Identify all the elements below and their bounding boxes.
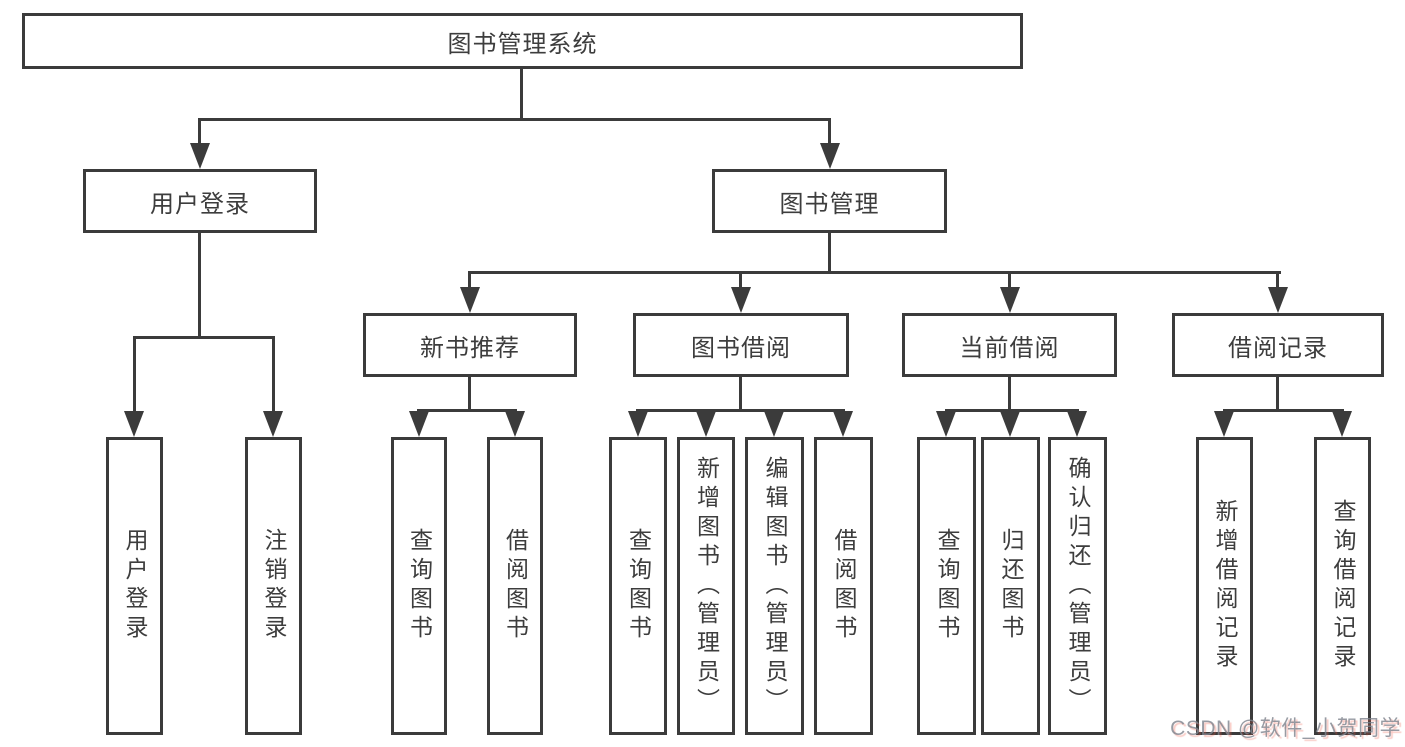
connector-stub <box>1276 271 1279 290</box>
arrow-down-icon <box>1268 287 1288 313</box>
arrow-down-icon <box>505 411 525 437</box>
node-label: 图书借阅 <box>691 334 791 362</box>
connector-branch <box>945 409 1079 412</box>
arrow-down-icon <box>628 411 648 437</box>
arrow-down-icon <box>696 411 716 437</box>
leaf-br-query-record: 查询借阅记录 <box>1314 437 1371 735</box>
connector-stub <box>272 336 275 414</box>
leaf-bb-query-books: 查询图书 <box>609 437 667 735</box>
arrow-down-icon <box>1214 411 1234 437</box>
connector-user-login-drop <box>198 233 201 339</box>
connector-level2-branch <box>198 118 831 121</box>
arrow-down-icon <box>764 411 784 437</box>
leaf-bb-add-books-admin: 新增图书（管理员） <box>677 437 735 735</box>
node-book-borrowing: 图书借阅 <box>633 313 849 377</box>
arrow-down-icon <box>190 143 210 169</box>
connector-branch <box>1223 409 1344 412</box>
node-label: 借阅记录 <box>1228 334 1328 362</box>
arrow-down-icon <box>1332 411 1352 437</box>
arrow-down-icon <box>936 411 956 437</box>
leaf-cb-return-books: 归还图书 <box>981 437 1040 735</box>
watermark: CSDN @软件_小贺同学 <box>1170 717 1401 740</box>
arrow-down-icon <box>820 143 840 169</box>
connector-user-login-branch <box>133 336 275 339</box>
node-library-management-system: 图书管理系统 <box>22 13 1023 69</box>
node-label: 图书管理 <box>779 190 880 218</box>
connector-drop <box>468 377 471 412</box>
connector-stub <box>739 271 742 290</box>
connector-stub <box>828 118 831 146</box>
leaf-label: 新增借阅记录 <box>1212 499 1238 673</box>
leaf-cb-confirm-return-admin: 确认归还（管理员） <box>1048 437 1107 735</box>
leaf-label: 查询图书 <box>934 528 960 644</box>
arrow-down-icon <box>460 287 480 313</box>
leaf-label: 新增图书（管理员） <box>693 455 720 717</box>
arrow-down-icon <box>124 411 144 437</box>
arrow-down-icon <box>1000 287 1020 313</box>
leaf-nb-borrow-books: 借阅图书 <box>487 437 543 735</box>
leaf-br-add-record: 新增借阅记录 <box>1196 437 1253 735</box>
connector-root-drop <box>520 68 523 121</box>
arrow-down-icon <box>1067 411 1087 437</box>
leaf-label: 注销登录 <box>261 528 287 644</box>
leaf-label: 查询借阅记录 <box>1330 499 1356 673</box>
node-new-book-recommend: 新书推荐 <box>363 313 577 377</box>
node-book-management: 图书管理 <box>712 169 947 233</box>
leaf-bb-borrow-books: 借阅图书 <box>814 437 873 735</box>
arrow-down-icon <box>833 411 853 437</box>
connector-stub <box>1008 271 1011 290</box>
connector-stub <box>198 118 201 146</box>
leaf-label: 编辑图书（管理员） <box>762 455 788 717</box>
connector-branch <box>636 409 845 412</box>
leaf-label: 借阅图书 <box>831 528 857 644</box>
connector-drop <box>739 377 742 412</box>
leaf-label: 查询图书 <box>625 528 652 644</box>
leaf-cb-query-books: 查询图书 <box>917 437 976 735</box>
leaf-label: 用户登录 <box>122 528 148 644</box>
leaf-logout: 注销登录 <box>245 437 302 735</box>
node-label: 用户登录 <box>150 190 250 218</box>
arrow-down-icon <box>731 287 751 313</box>
leaf-label: 借阅图书 <box>502 528 529 644</box>
leaf-label: 归还图书 <box>998 528 1024 644</box>
connector-stub <box>133 336 136 414</box>
connector-drop <box>1276 377 1279 412</box>
node-user-login: 用户登录 <box>83 169 317 233</box>
arrow-down-icon <box>409 411 429 437</box>
connector-book-mgmt-drop <box>828 233 831 274</box>
leaf-label: 确认归还（管理员） <box>1065 455 1091 717</box>
connector-level3-branch <box>468 271 1281 274</box>
connector-branch <box>417 409 517 412</box>
connector-stub <box>468 271 471 290</box>
connector-drop <box>1008 377 1011 412</box>
node-current-borrowing: 当前借阅 <box>902 313 1117 377</box>
leaf-bb-edit-books-admin: 编辑图书（管理员） <box>745 437 804 735</box>
arrow-down-icon <box>1000 411 1020 437</box>
node-label: 当前借阅 <box>959 334 1060 362</box>
node-label: 图书管理系统 <box>447 30 598 58</box>
leaf-nb-query-books: 查询图书 <box>391 437 447 735</box>
arrow-down-icon <box>263 411 283 437</box>
node-borrowing-records: 借阅记录 <box>1172 313 1384 377</box>
node-label: 新书推荐 <box>420 334 520 362</box>
leaf-label: 查询图书 <box>406 528 433 644</box>
leaf-user-login: 用户登录 <box>106 437 163 735</box>
